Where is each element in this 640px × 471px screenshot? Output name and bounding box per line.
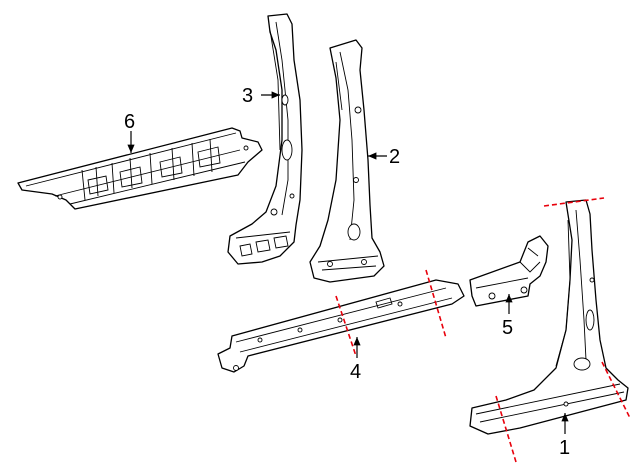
callout-6: 6 (124, 111, 135, 133)
callout-5: 5 (502, 317, 513, 339)
part-6-rail (17, 127, 263, 210)
cut-lines (335, 197, 631, 463)
part-2-pillar-reinforcement (309, 39, 385, 283)
callout-1: 1 (559, 437, 570, 459)
part-5-bracket (469, 235, 549, 307)
cut-line (335, 295, 357, 357)
cut-line (543, 197, 605, 207)
callout-3: 3 (242, 85, 253, 107)
part-4-rocker (217, 279, 465, 373)
callout-2: 2 (389, 146, 400, 168)
part-1-side-outer (469, 199, 629, 435)
cut-line (495, 395, 517, 463)
cut-line (601, 361, 631, 419)
callout-4: 4 (350, 361, 361, 383)
leader-lines (127, 91, 569, 434)
cut-line (425, 269, 447, 339)
part-3-pillar-inner (227, 13, 303, 265)
callout-labels: 3 2 6 4 5 1 (124, 85, 570, 459)
